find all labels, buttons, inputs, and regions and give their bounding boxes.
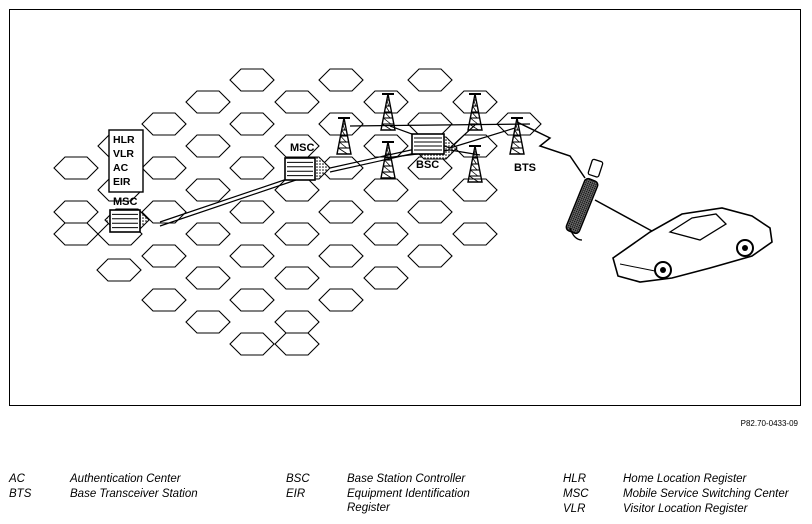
- hex-cell: [363, 178, 409, 202]
- bts-tower-icon: [467, 93, 483, 131]
- hex-cell: [229, 332, 275, 356]
- mobile-devices: [565, 158, 773, 283]
- hex-cell: [407, 244, 453, 268]
- hex-cell: [318, 200, 364, 224]
- hex-cell: [363, 266, 409, 290]
- hex-cell: [407, 200, 453, 224]
- legend-def-vlr: Visitor Location Register: [623, 503, 748, 515]
- legend-def-bsc: Base Station Controller: [347, 473, 466, 485]
- hex-cell: [229, 244, 275, 268]
- bts-tower-icon: [509, 117, 525, 155]
- hex-cell: [229, 156, 275, 180]
- hex-cell: [318, 112, 364, 136]
- hex-cell: [452, 90, 498, 114]
- hex-cell: [185, 178, 231, 202]
- hex-cell: [452, 178, 498, 202]
- bts-tower-icon: [380, 141, 396, 179]
- bsc-label: BSC: [416, 159, 439, 171]
- cellular-network-diagram: HLR VLR AC EIR MSC MSC BSC BTS: [53, 68, 773, 356]
- legend-abbr-bts: BTS: [9, 488, 32, 500]
- hex-cell: [185, 266, 231, 290]
- legend-def-bts: Base Transceiver Station: [70, 488, 198, 500]
- legend-abbr-vlr: VLR: [563, 503, 586, 515]
- legend-def-msc: Mobile Service Switching Center: [623, 488, 789, 500]
- stack-label-ac: AC: [113, 162, 129, 174]
- hex-cell: [53, 222, 99, 246]
- hex-cell: [363, 134, 409, 158]
- stack-label-hlr: HLR: [113, 134, 135, 146]
- network-link: [349, 123, 531, 127]
- bts-towers: [336, 93, 525, 183]
- legend-abbr-bsc: BSC: [286, 473, 310, 485]
- network-link: [159, 179, 297, 227]
- hex-cell: [141, 288, 187, 312]
- hex-cell: [229, 288, 275, 312]
- hex-cell: [274, 134, 320, 158]
- network-link: [449, 124, 476, 149]
- legend-abbr-eir: EIR: [286, 488, 306, 500]
- hex-cell: [141, 156, 187, 180]
- hex-cell: [229, 200, 275, 224]
- handheld-phone-icon: [565, 158, 604, 241]
- legend-abbr-hlr: HLR: [563, 473, 587, 485]
- hex-cell: [407, 156, 453, 180]
- hex-cell: [185, 90, 231, 114]
- car-icon: [612, 207, 773, 283]
- network-link: [449, 127, 516, 149]
- figure-code: P82.70-0433-09: [740, 419, 798, 428]
- legend-abbr-msc: MSC: [563, 488, 589, 500]
- bsc-box: [411, 133, 445, 155]
- hex-cell: [96, 258, 142, 282]
- stack-label-vlr: VLR: [113, 148, 134, 160]
- hex-cell: [363, 222, 409, 246]
- msc-center-label: MSC: [290, 142, 315, 154]
- network-link: [449, 149, 481, 156]
- msc-left-box: [109, 209, 141, 233]
- hex-cell: [274, 332, 320, 356]
- hex-cell: [407, 112, 453, 136]
- hex-cell: [452, 222, 498, 246]
- hex-cell: [141, 112, 187, 136]
- hex-cell: [274, 178, 320, 202]
- bts-tower-icon: [380, 93, 396, 131]
- stack-label-eir: EIR: [113, 176, 131, 188]
- radio-link: [516, 121, 586, 179]
- hex-cell: [185, 134, 231, 158]
- figure-frame: HLR VLR AC EIR MSC MSC BSC BTS: [9, 9, 801, 406]
- hex-cell: [318, 288, 364, 312]
- hex-cell: [407, 68, 453, 92]
- network-nodes: HLR VLR AC EIR MSC MSC BSC BTS: [108, 129, 536, 233]
- hex-cell: [318, 244, 364, 268]
- hex-cell: [274, 310, 320, 334]
- hex-cell: [318, 68, 364, 92]
- network-link: [159, 175, 297, 223]
- legend-def-hlr: Home Location Register: [623, 473, 747, 485]
- legend-abbr-ac: AC: [9, 473, 25, 485]
- hex-cell: [274, 222, 320, 246]
- msc-center-box: [284, 157, 316, 181]
- bts-tower-icon: [467, 145, 483, 183]
- legend-def-ac: Authentication Center: [70, 473, 181, 485]
- bts-label: BTS: [514, 162, 536, 174]
- hex-cell: [274, 90, 320, 114]
- network-link: [329, 147, 421, 169]
- hex-cell: [185, 310, 231, 334]
- bts-tower-icon: [336, 117, 352, 155]
- hex-cell: [53, 156, 99, 180]
- database-stack-box: [108, 129, 144, 193]
- hex-cell: [141, 244, 187, 268]
- hex-cell: [229, 112, 275, 136]
- hex-cell: [185, 222, 231, 246]
- hex-cell: [53, 200, 99, 224]
- legend-def-eir: Equipment Identification Register: [347, 488, 470, 514]
- hex-cell: [274, 266, 320, 290]
- msc-left-label: MSC: [113, 196, 138, 208]
- hex-cell: [229, 68, 275, 92]
